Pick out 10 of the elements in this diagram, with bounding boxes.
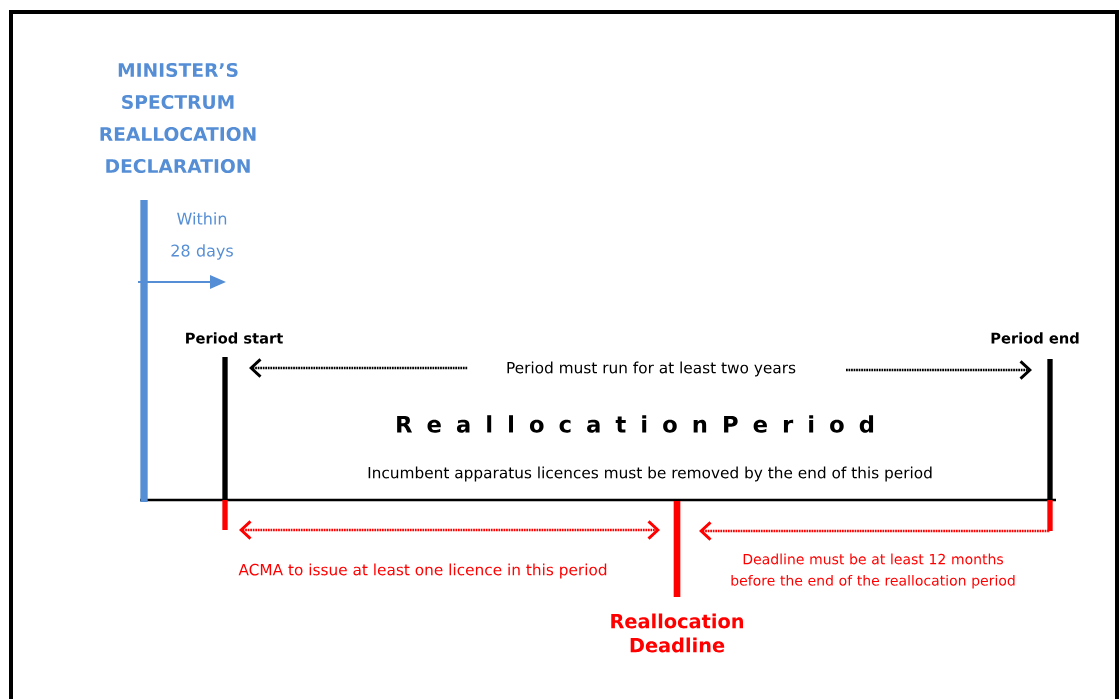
dimension-label: ACMA to issue at least one licence in this period <box>238 563 607 579</box>
dimension-label: Deadline must be at least 12 months before the end of the reallocation period <box>731 553 1015 589</box>
dimension-label: Period must run for at least two years <box>507 361 796 377</box>
period-label: Period start <box>186 332 283 344</box>
period-label: Period end <box>991 332 1079 344</box>
declaration-title: MINISTER’S SPECTRUM REALLOCATION DECLARATION <box>100 62 256 174</box>
note-text: Incumbent apparatus licences must be removed by the end of this period <box>368 466 932 482</box>
duration-label: Within 28 days <box>171 212 233 260</box>
deadline-label: Reallocation Deadline <box>611 613 743 653</box>
period-title: R e a l l o c a t i o n P e r i o d <box>397 415 874 433</box>
